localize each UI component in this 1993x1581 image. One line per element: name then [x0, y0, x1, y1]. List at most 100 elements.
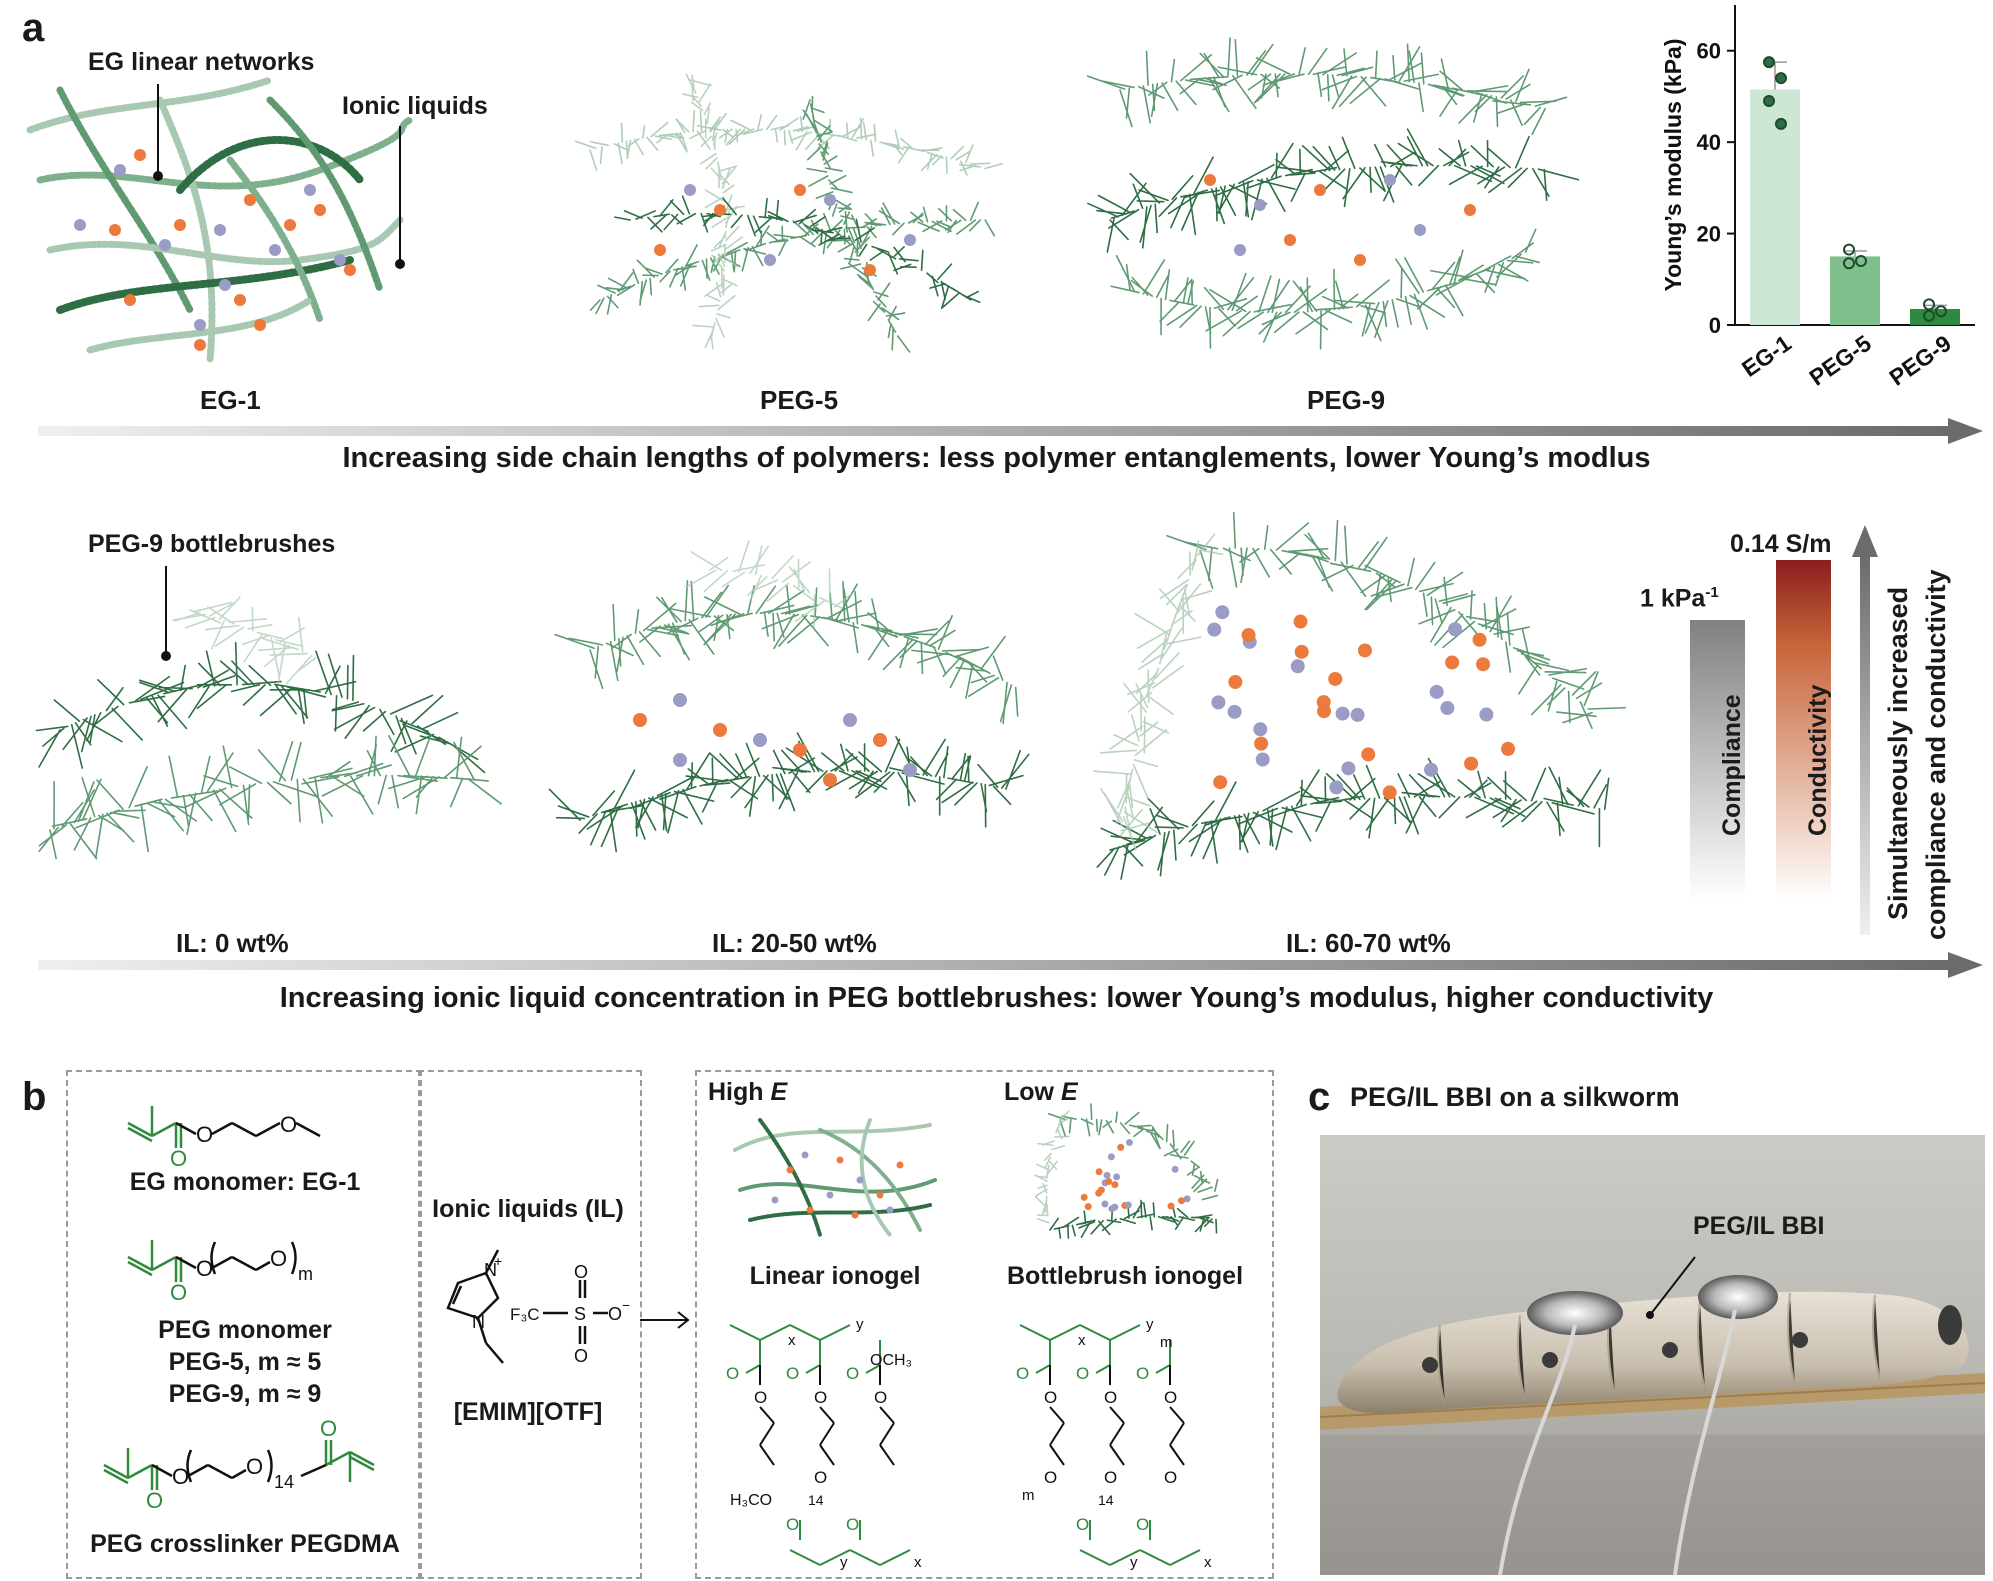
chem-bond — [789, 1549, 821, 1566]
ionic-liquid-anion — [1171, 1165, 1179, 1173]
ionic-liquid-cation — [1464, 204, 1476, 216]
svg-text:O: O — [146, 1488, 163, 1513]
chem-bond — [745, 1364, 761, 1374]
ionogel-box — [695, 1070, 1274, 1579]
chem-atom-label: O — [786, 1364, 799, 1383]
chem-atom-label: O — [1016, 1364, 1029, 1383]
ionic-liquid-cation — [714, 204, 726, 216]
data-point — [1923, 298, 1935, 311]
bristle-group — [1110, 228, 1541, 350]
ionic-liquid-cation — [1095, 1168, 1103, 1176]
chem-bond — [789, 1324, 821, 1341]
peg-monomer-label: PEG monomer — [158, 1316, 332, 1344]
chem-bond — [759, 1406, 775, 1424]
chem-bond — [819, 1422, 835, 1446]
chem-bond — [879, 1422, 895, 1446]
bottom-arrow-caption: Increasing ionic liquid concentration in… — [279, 982, 1714, 1014]
chem-atom-label: 14 — [1098, 1492, 1114, 1508]
chem-bond — [759, 1422, 775, 1446]
chem-bond — [1169, 1406, 1185, 1424]
chem-bond — [819, 1444, 835, 1466]
ionic-liquid-anion — [1108, 1205, 1116, 1213]
ionic-liquid-cation — [1293, 614, 1308, 629]
ionic-liquid-anion — [1124, 1201, 1132, 1209]
peg-monomer-structure: O O m O — [127, 1240, 313, 1305]
data-point — [1763, 56, 1775, 69]
high-e-linear-network-icon — [733, 1118, 937, 1237]
il-20-50-bottlebrush-illustration — [548, 540, 1030, 853]
ionic-liquid-cation — [1294, 644, 1309, 659]
svg-text:O: O — [196, 1256, 213, 1281]
bottlebrush-ionogel-label: Bottlebrush ionogel — [1006, 1262, 1244, 1290]
label-peg5: PEG-5 — [760, 385, 839, 415]
ionic-liquid-anion — [843, 713, 857, 727]
eg-o1: O — [196, 1122, 213, 1147]
chem-atom-label: x — [1078, 1332, 1086, 1349]
data-point — [1935, 305, 1947, 318]
ionic-liquid-cation — [1382, 785, 1397, 800]
bar-eg-1 — [1750, 89, 1800, 325]
ionic-liquid-cation — [1241, 627, 1256, 642]
ionic-liquid-anion — [1440, 701, 1455, 716]
chem-atom-label: O — [1076, 1364, 1089, 1383]
il-60-70-bottlebrush-illustration — [1093, 511, 1627, 880]
label-il-0: IL: 0 wt% — [176, 928, 289, 958]
callout-line-networks — [153, 84, 163, 181]
chem-atom-label: O — [1164, 1388, 1177, 1407]
ionic-liquid-anion — [1207, 622, 1222, 637]
ionic-liquid-anion — [1253, 722, 1268, 737]
svg-text:m: m — [298, 1264, 313, 1284]
chem-atom-label: x — [914, 1554, 922, 1571]
data-point — [1923, 309, 1935, 322]
ionic-liquid-cation — [1464, 756, 1479, 771]
svg-text:O: O — [246, 1454, 263, 1479]
ionic-liquid-anion — [1429, 684, 1444, 699]
chem-atom-label: O — [814, 1388, 827, 1407]
vertical-caption-2: compliance and conductivity — [1921, 569, 1951, 940]
svg-text:O: O — [170, 1146, 187, 1171]
ionic-liquid-cation — [1354, 254, 1366, 266]
ionic-liquid-anion — [673, 753, 687, 767]
chem-atom-label: m — [1022, 1487, 1035, 1504]
chem-bond — [865, 1364, 881, 1374]
x-tick-label: EG-1 — [1737, 330, 1796, 382]
chem-bond — [1079, 1324, 1111, 1341]
top-gradient-arrow — [38, 418, 1983, 444]
chem-atom-label: H₃CO — [730, 1492, 772, 1509]
ionic-liquid-anion — [1414, 224, 1426, 236]
ionic-liquid-anion — [1384, 174, 1396, 186]
ionic-liquid-cation — [1105, 1177, 1113, 1185]
eg-monomer-structure: O O O — [127, 1106, 321, 1171]
label-il-20-50: IL: 20-50 wt% — [712, 928, 877, 958]
ionic-liquid-cation — [654, 244, 666, 256]
chem-bond — [1019, 1324, 1051, 1341]
eg-monomer-label: EG monomer: EG-1 — [129, 1168, 361, 1196]
chem-bond — [759, 1324, 791, 1341]
ionic-liquid-anion — [1227, 704, 1242, 719]
ionic-liquids-title: Ionic liquids (IL) — [432, 1195, 624, 1223]
ionic-liquid-cation — [1472, 632, 1487, 647]
ionic-liquid-anion — [904, 234, 916, 246]
y-axis-label: Young’s modulus (kPa) — [1660, 38, 1686, 291]
chem-atom-label: O — [1164, 1468, 1177, 1487]
ionic-liquid-anion — [1341, 761, 1356, 776]
conductivity-label: Conductivity — [1804, 684, 1832, 836]
ionic-liquid-anion — [684, 184, 696, 196]
chem-bond — [1049, 1422, 1065, 1446]
ionic-liquid-cation — [1445, 655, 1460, 670]
chem-atom-label: OCH₃ — [870, 1352, 912, 1369]
chem-atom-label: O — [846, 1515, 859, 1534]
svg-text:O: O — [608, 1304, 622, 1324]
ionic-liquid-anion — [1479, 707, 1494, 722]
bristle-group — [554, 579, 1019, 725]
monomer-box — [66, 1070, 422, 1579]
y-tick-label: 40 — [1697, 130, 1721, 155]
svg-text:O: O — [320, 1416, 337, 1441]
ionic-liquid-cation — [1476, 657, 1491, 672]
ionic-liquid-cation — [1501, 741, 1516, 756]
svg-text:O: O — [280, 1112, 297, 1137]
chem-atom-label: m — [1160, 1334, 1173, 1351]
y-tick-label: 20 — [1697, 222, 1721, 247]
ionic-liquid-cation — [713, 723, 727, 737]
eg1-linear-network-illustration — [26, 76, 414, 364]
